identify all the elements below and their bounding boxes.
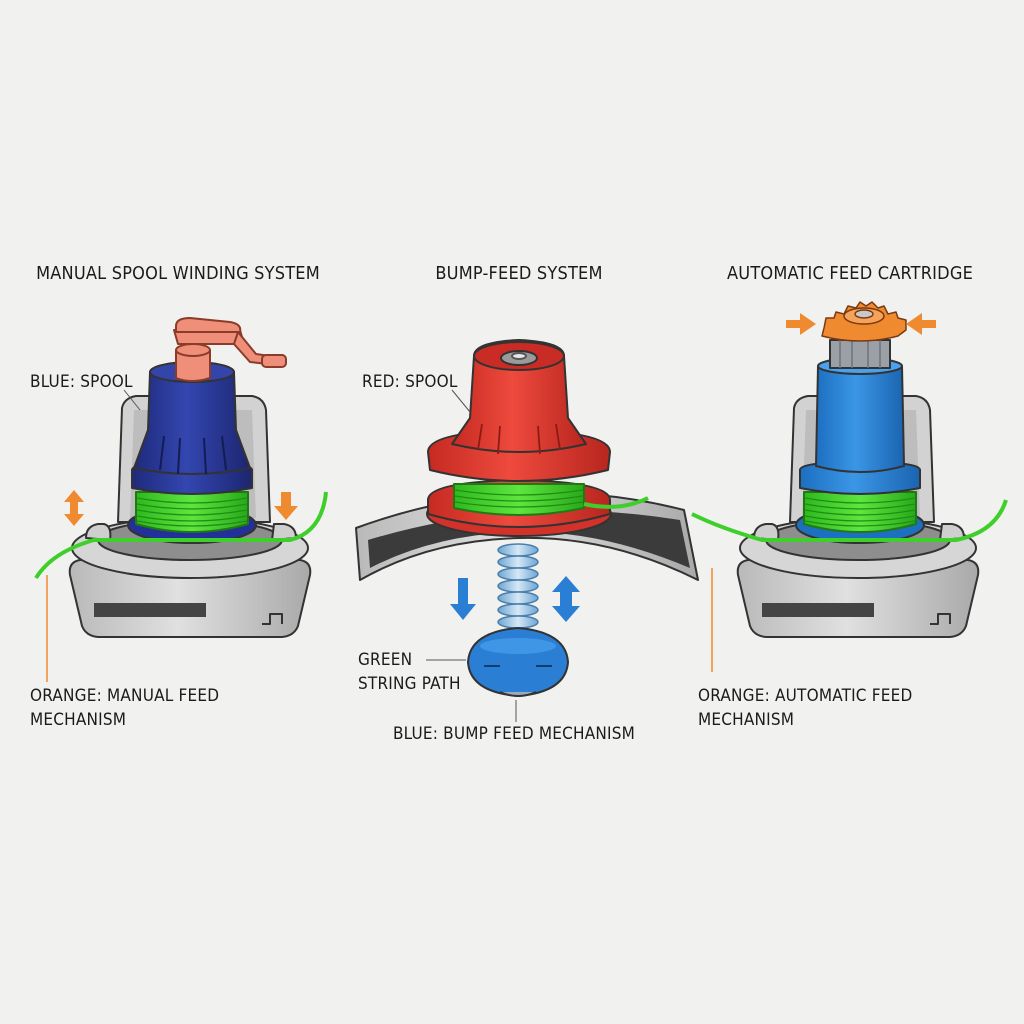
blue-spool-body — [133, 371, 251, 475]
auto-cartridge-illustration — [691, 301, 1008, 638]
string-path-label-line1: GREEN — [358, 650, 413, 670]
feed-gear — [821, 301, 907, 342]
red-spool-label: RED: SPOOL — [362, 372, 458, 392]
manual-spool-illustration — [34, 317, 328, 638]
manual-feed-label-line1: ORANGE: MANUAL FEED — [30, 686, 220, 706]
bump-feed-arrows — [450, 576, 580, 622]
auto-cartridge-title: AUTOMATIC FEED CARTRIDGE — [726, 263, 974, 284]
manual-feed-label-line2: MECHANISM — [30, 710, 127, 730]
auto-feed-label-line2: MECHANISM — [698, 710, 795, 730]
auto-feed-label-line1: ORANGE: AUTOMATIC FEED — [698, 686, 913, 706]
cartridge-body — [815, 365, 905, 473]
blue-spool-label: BLUE: SPOOL — [30, 372, 133, 392]
manual-spool-title: MANUAL SPOOL WINDING SYSTEM — [36, 263, 320, 284]
auto-string — [691, 499, 1008, 542]
auto-housing-base — [736, 559, 980, 638]
manual-housing-base — [68, 559, 312, 638]
red-spool-leader — [451, 389, 471, 413]
string-path-label-line2: STRING PATH — [358, 674, 461, 694]
bump-feed-label: BLUE: BUMP FEED MECHANISM — [392, 724, 636, 744]
bump-feed-title: BUMP-FEED SYSTEM — [435, 263, 603, 284]
bump-feed-illustration — [355, 339, 699, 697]
manual-string — [34, 491, 328, 580]
blue-spool-leader — [123, 389, 141, 411]
crank-handle — [173, 317, 287, 382]
manual-feed-arrows — [64, 490, 298, 526]
auto-feed-arrows — [786, 313, 936, 335]
